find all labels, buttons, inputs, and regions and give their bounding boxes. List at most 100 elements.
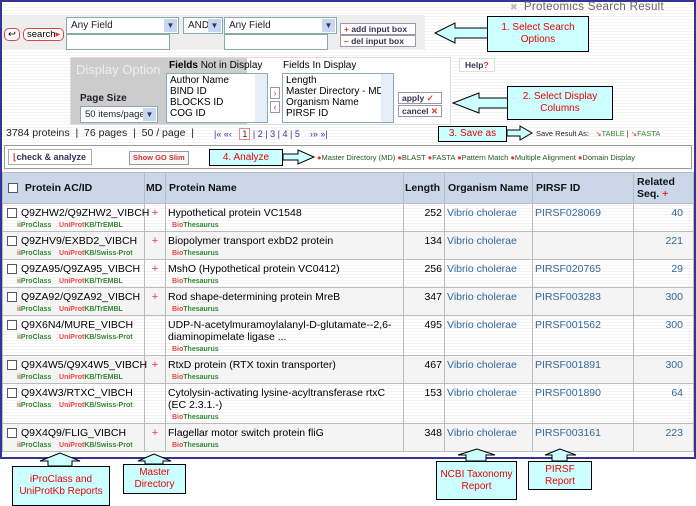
iproclass-link[interactable]: iiProClass <box>17 306 52 313</box>
organism-link[interactable]: Vibrio cholerae <box>447 207 517 219</box>
search-input-1[interactable] <box>66 34 170 50</box>
first-page-button[interactable]: |« <box>214 129 222 139</box>
uniprot-link[interactable]: UniProtKB/Swiss-Prot <box>59 334 133 341</box>
fields-in-display-list[interactable]: Length Master Directory - MD Organism Na… <box>282 73 394 123</box>
iproclass-link[interactable]: iiProClass <box>17 374 52 381</box>
master-directory-link[interactable]: Master Directory (MD) <box>321 153 396 162</box>
pirsf-link[interactable]: PIRSF003161 <box>535 427 601 439</box>
pirsf-link[interactable]: PIRSF020765 <box>535 263 601 275</box>
related-seq-link[interactable]: 300 <box>665 359 683 371</box>
related-seq-link[interactable]: 40 <box>671 207 683 219</box>
uniprot-link[interactable]: UniProtKB/TrEMBL <box>59 222 123 229</box>
row-checkbox[interactable] <box>7 428 17 439</box>
related-seq-link[interactable]: 300 <box>665 319 683 331</box>
header-organism[interactable]: Organism Name <box>444 172 533 204</box>
page-link[interactable]: 3 <box>270 129 276 139</box>
biothesaurus-link[interactable]: BioThesaurus <box>168 345 401 354</box>
search-button[interactable]: search▸ <box>23 28 65 41</box>
apply-button[interactable]: apply ✓ <box>398 92 442 104</box>
biothesaurus-link[interactable]: BioThesaurus <box>168 305 401 314</box>
list-option[interactable]: Master Directory - MD <box>286 86 384 97</box>
pirsf-link[interactable]: PIRSF001890 <box>535 387 601 399</box>
iproclass-link[interactable]: iiProClass <box>17 278 52 285</box>
save-table-link[interactable]: TABLE <box>601 129 625 138</box>
related-seq-link[interactable]: 223 <box>665 427 683 439</box>
row-checkbox[interactable] <box>7 208 17 219</box>
blast-link[interactable]: BLAST <box>401 153 426 162</box>
md-link[interactable]: + <box>144 231 166 260</box>
pirsf-link[interactable]: PIRSF001891 <box>535 359 601 371</box>
organism-link[interactable]: Vibrio cholerae <box>447 359 517 371</box>
pirsf-link[interactable]: PIRSF001562 <box>535 319 601 331</box>
uniprot-link[interactable]: UniProtKB/Swiss-Prot <box>59 402 133 409</box>
page-size-select[interactable]: 50 items/page▼ <box>80 106 158 123</box>
uniprot-link[interactable]: UniProtKB/TrEMBL <box>59 374 123 381</box>
page-link[interactable]: 2 <box>257 129 263 139</box>
cancel-button[interactable]: cancel ✕ <box>398 105 442 117</box>
organism-link[interactable]: Vibrio cholerae <box>447 427 517 439</box>
biothesaurus-link[interactable]: BioThesaurus <box>168 441 401 450</box>
close-icon[interactable]: ✖ <box>510 2 518 12</box>
uniprot-link[interactable]: UniProtKB/TrEMBL <box>59 278 123 285</box>
header-pirsf[interactable]: PIRSF ID <box>532 172 634 204</box>
multiple-alignment-link[interactable]: Multiple Alignment <box>514 153 576 162</box>
pirsf-link[interactable]: PIRSF028069 <box>535 207 601 219</box>
page-link[interactable]: 4 <box>282 129 288 139</box>
list-option[interactable]: BLOCKS ID <box>170 97 224 108</box>
iproclass-link[interactable]: iiProClass <box>17 334 52 341</box>
save-fasta-link[interactable]: FASTA <box>637 129 661 138</box>
biothesaurus-link[interactable]: BioThesaurus <box>168 373 401 382</box>
list-option[interactable]: COG ID <box>170 108 206 119</box>
scrollbar[interactable] <box>255 74 267 122</box>
list-option[interactable]: Length <box>286 75 317 86</box>
biothesaurus-link[interactable]: BioThesaurus <box>168 249 401 258</box>
check-analyze-button[interactable]: ⌊check & analyze <box>8 149 92 165</box>
next-page-button[interactable]: ›» <box>309 129 318 139</box>
organism-link[interactable]: Vibrio cholerae <box>447 263 517 275</box>
list-option[interactable]: BIND ID <box>170 86 207 97</box>
organism-link[interactable]: Vibrio cholerae <box>447 319 517 331</box>
fields-not-in-display-list[interactable]: Author Name BIND ID BLOCKS ID COG ID <box>166 73 268 123</box>
list-option[interactable]: PIRSF ID <box>286 108 329 119</box>
biothesaurus-link[interactable]: BioThesaurus <box>168 221 401 230</box>
related-seq-link[interactable]: 221 <box>665 235 683 247</box>
row-checkbox[interactable] <box>7 320 17 331</box>
header-related[interactable]: Related Seq. + <box>633 172 694 204</box>
uniprot-link[interactable]: UniProtKB/Swiss-Prot <box>59 442 133 449</box>
fasta-link[interactable]: FASTA <box>432 153 455 162</box>
organism-link[interactable]: Vibrio cholerae <box>447 291 517 303</box>
related-seq-link[interactable]: 64 <box>671 387 683 399</box>
organism-link[interactable]: Vibrio cholerae <box>447 387 517 399</box>
search-input-2[interactable] <box>224 34 328 50</box>
iproclass-link[interactable]: iiProClass <box>17 250 52 257</box>
biothesaurus-link[interactable]: BioThesaurus <box>168 413 401 422</box>
pirsf-link[interactable]: PIRSF003283 <box>535 291 601 303</box>
row-checkbox[interactable] <box>7 236 17 247</box>
del-input-box-button[interactable]: – del input box <box>340 35 416 47</box>
iproclass-link[interactable]: iiProClass <box>17 402 52 409</box>
row-checkbox[interactable] <box>7 264 17 275</box>
select-all-checkbox[interactable] <box>8 183 18 194</box>
iproclass-link[interactable]: iiProClass <box>17 442 52 449</box>
row-checkbox[interactable] <box>7 360 17 371</box>
field-select-1[interactable]: Any Field▼ <box>66 17 179 34</box>
scrollbar[interactable] <box>381 74 393 122</box>
related-seq-link[interactable]: 29 <box>671 263 683 275</box>
move-right-button[interactable]: › <box>270 87 280 99</box>
show-go-slim-button[interactable]: Show GO Slim <box>129 151 189 165</box>
back-button[interactable]: ↩ <box>4 28 20 41</box>
related-seq-link[interactable]: 300 <box>665 291 683 303</box>
help-button[interactable]: Help? <box>459 58 495 72</box>
last-page-button[interactable]: »| <box>320 129 328 139</box>
row-checkbox[interactable] <box>7 292 17 303</box>
field-select-2[interactable]: Any Field▼ <box>224 17 337 34</box>
iproclass-link[interactable]: iiProClass <box>17 222 52 229</box>
page-link-current[interactable]: 1 <box>239 128 251 140</box>
move-left-button[interactable]: ‹ <box>270 101 280 113</box>
list-option[interactable]: Organism Name <box>286 97 359 108</box>
row-checkbox[interactable] <box>7 388 17 399</box>
add-input-box-button[interactable]: + add input box <box>340 23 416 35</box>
list-option[interactable]: Author Name <box>170 75 229 86</box>
uniprot-link[interactable]: UniProtKB/TrEMBL <box>59 306 123 313</box>
uniprot-link[interactable]: UniProtKB/Swiss-Prot <box>59 250 133 257</box>
